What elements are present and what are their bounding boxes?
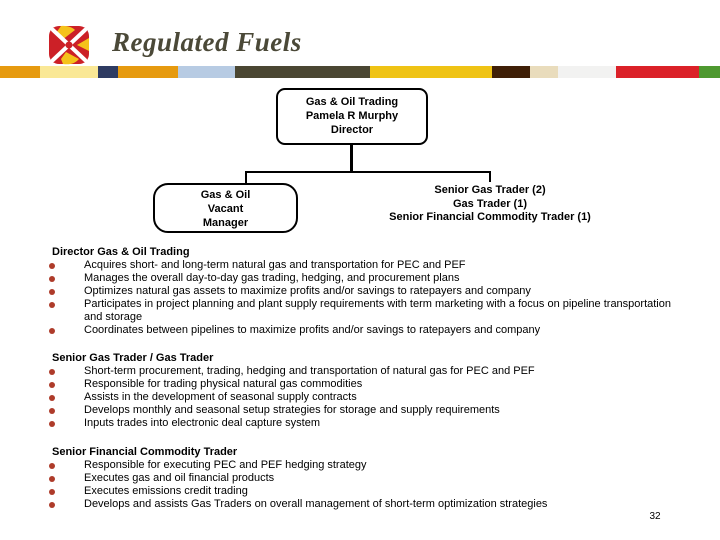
color-bar-segment: [235, 66, 370, 78]
pinwheel-logo-icon: [49, 25, 89, 65]
bullet-text: Executes gas and oil financial products: [84, 472, 275, 484]
bullet-icon: [49, 288, 55, 295]
bullet-icon: [49, 488, 55, 495]
bullet-item: Responsible for executing PEC and PEF he…: [49, 459, 674, 472]
org-box-line: Director: [330, 124, 374, 136]
color-bar-segment: [492, 66, 530, 78]
bullet-item: Inputs trades into electronic deal captu…: [49, 417, 674, 430]
bullet-icon: [49, 327, 55, 334]
section-director-gas-oil-trading: Director Gas & Oil Trading Acquires shor…: [49, 246, 697, 337]
section-senior-gas-trader: Senior Gas Trader / Gas Trader Short-ter…: [49, 352, 697, 430]
slide-title: Regulated Fuels: [112, 27, 302, 57]
connector-stub-left: [245, 171, 247, 184]
bullet-icon: [49, 381, 55, 388]
connector-stub-right: [489, 171, 491, 182]
bullet-item: Develops monthly and seasonal setup stra…: [49, 404, 674, 417]
company-logo: [48, 25, 90, 65]
bullet-text: Acquires short- and long-term natural ga…: [84, 259, 466, 271]
bullet-icon: [49, 394, 55, 401]
bullet-icon: [49, 275, 55, 282]
section-heading: Senior Financial Commodity Trader: [52, 446, 238, 458]
bullet-text: Responsible for trading physical natural…: [84, 378, 363, 390]
bullet-item: Acquires short- and long-term natural ga…: [49, 259, 674, 272]
bullet-text: Assists in the development of seasonal s…: [84, 391, 357, 403]
bullet-list: Responsible for executing PEC and PEF he…: [49, 459, 697, 511]
bullet-list: Short-term procurement, trading, hedging…: [49, 365, 697, 430]
org-group-traders: Senior Gas Trader (2) Gas Trader (1) Sen…: [370, 184, 610, 225]
bullet-item: Short-term procurement, trading, hedging…: [49, 365, 674, 378]
bullet-text: Develops and assists Gas Traders on over…: [84, 498, 548, 510]
color-bar-segment: [530, 66, 558, 78]
org-box-line: Vacant: [207, 203, 244, 215]
bullet-item: Executes gas and oil financial products: [49, 472, 674, 485]
bullet-item: Executes emissions credit trading: [49, 485, 674, 498]
bullet-text: Coordinates between pipelines to maximiz…: [84, 324, 541, 336]
bullet-text: Develops monthly and seasonal setup stra…: [84, 404, 500, 416]
bullet-item: Responsible for trading physical natural…: [49, 378, 674, 391]
bullet-icon: [49, 462, 55, 469]
bullet-list: Acquires short- and long-term natural ga…: [49, 259, 697, 337]
color-bar-segment: [178, 66, 235, 78]
color-bar-segment: [558, 66, 616, 78]
bullet-icon: [49, 475, 55, 482]
page-number: 32: [649, 511, 661, 522]
connector-line-horizontal: [245, 171, 491, 173]
bullet-text: Short-term procurement, trading, hedging…: [84, 365, 535, 377]
bullet-text: Manages the overall day-to-day gas tradi…: [84, 272, 460, 284]
bullet-icon: [49, 301, 55, 308]
org-group-line: Gas Trader (1): [453, 197, 527, 210]
org-box-line: Gas & Oil: [200, 189, 251, 201]
color-bar-segment: [98, 66, 118, 78]
bullet-text: Optimizes natural gas assets to maximize…: [84, 285, 531, 297]
bullet-item: Participates in project planning and pla…: [49, 298, 674, 324]
bullet-item: Develops and assists Gas Traders on over…: [49, 498, 674, 511]
color-bar-segment: [40, 66, 98, 78]
section-heading: Director Gas & Oil Trading: [52, 246, 190, 258]
bullet-icon: [49, 420, 55, 427]
org-group-line: Senior Financial Commodity Trader (1): [389, 211, 591, 223]
bullet-icon: [49, 262, 55, 269]
org-group-line: Senior Gas Trader (2): [434, 184, 546, 196]
org-box-line: Gas & Oil Trading: [305, 96, 399, 108]
org-box-manager: Gas & Oil Vacant Manager: [153, 183, 298, 233]
bullet-icon: [49, 407, 55, 414]
bullet-text: Participates in project planning and pla…: [84, 298, 671, 323]
color-bar-segment: [699, 66, 720, 78]
color-bar-segment: [0, 66, 40, 78]
bullet-text: Executes emissions credit trading: [84, 485, 248, 497]
bullet-icon: [49, 501, 55, 508]
connector-line-vertical: [350, 144, 353, 173]
section-senior-financial-commodity-trader: Senior Financial Commodity Trader Respon…: [49, 446, 697, 511]
color-bar-segment: [616, 66, 699, 78]
bullet-item: Optimizes natural gas assets to maximize…: [49, 285, 674, 298]
org-box-director: Gas & Oil Trading Pamela R Murphy Direct…: [276, 88, 428, 145]
section-heading: Senior Gas Trader / Gas Trader: [52, 352, 214, 364]
bullet-item: Coordinates between pipelines to maximiz…: [49, 324, 674, 337]
color-bar-segment: [118, 66, 178, 78]
bullet-item: Assists in the development of seasonal s…: [49, 391, 674, 404]
org-box-line: Manager: [202, 217, 249, 229]
bullet-text: Responsible for executing PEC and PEF he…: [84, 459, 367, 471]
org-box-line: Pamela R Murphy: [305, 110, 399, 122]
bullet-item: Manages the overall day-to-day gas tradi…: [49, 272, 674, 285]
bullet-icon: [49, 368, 55, 375]
bullet-text: Inputs trades into electronic deal captu…: [84, 417, 321, 429]
decorative-color-bar: [0, 66, 720, 78]
color-bar-segment: [370, 66, 492, 78]
